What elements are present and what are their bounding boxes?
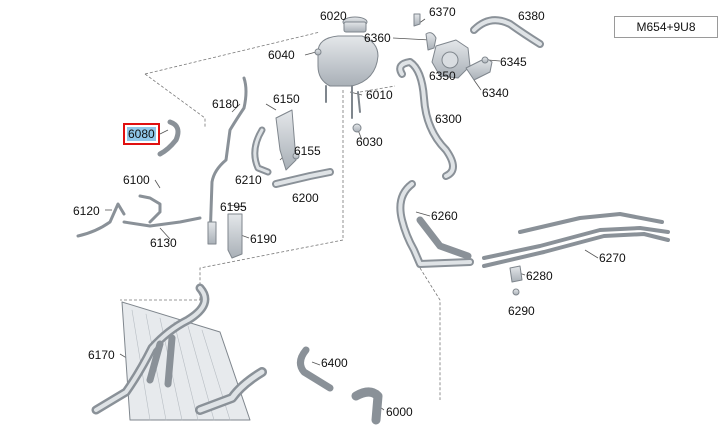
screw-shape [314, 48, 322, 56]
hose-6080-shape [157, 119, 181, 157]
part-label-6010[interactable]: 6010 [366, 88, 393, 102]
part-label-6150[interactable]: 6150 [273, 92, 300, 106]
part-label-6380[interactable]: 6380 [518, 9, 545, 23]
part-label-6020[interactable]: 6020 [320, 9, 347, 23]
part-label-6195[interactable]: 6195 [220, 200, 247, 214]
grommet-shape [352, 123, 362, 133]
part-label-6260[interactable]: 6260 [431, 209, 458, 223]
part-label-6280[interactable]: 6280 [526, 269, 553, 283]
pipes-6270-shape [482, 226, 670, 260]
part-label-6180[interactable]: 6180 [212, 97, 239, 111]
part-label-6080-highlighted[interactable]: 6080 [123, 123, 160, 145]
bleed-line-shape [208, 76, 248, 242]
part-label-6170[interactable]: 6170 [88, 348, 115, 362]
bracket-6150-shape [275, 109, 297, 171]
part-label-6400[interactable]: 6400 [321, 356, 348, 370]
part-label-6350[interactable]: 6350 [429, 69, 456, 83]
bracket-6190-shape [227, 213, 243, 259]
bracket-6280-shape [509, 265, 523, 283]
part-label-6345[interactable]: 6345 [500, 55, 527, 69]
part-label-6340[interactable]: 6340 [482, 86, 509, 100]
line-6120-shape [76, 202, 126, 238]
part-label-6120[interactable]: 6120 [73, 204, 100, 218]
line-6130-shape [122, 216, 202, 228]
hose-6400-shape [297, 346, 334, 392]
line-6100-shape [138, 194, 162, 224]
clip-6290-shape [512, 288, 520, 296]
part-label-6155[interactable]: 6155 [294, 144, 321, 158]
clamp-shape [425, 32, 437, 51]
part-label-6270[interactable]: 6270 [599, 251, 626, 265]
variant-code-box: M654+9U8 [614, 16, 718, 38]
part-label-6360[interactable]: 6360 [364, 31, 391, 45]
expansion-tank-shape [317, 35, 379, 87]
part-label-6190[interactable]: 6190 [250, 232, 277, 246]
part-label-6040[interactable]: 6040 [268, 48, 295, 62]
part-label-6100[interactable]: 6100 [123, 173, 150, 187]
part-label-6000[interactable]: 6000 [386, 405, 413, 419]
part-label-6030[interactable]: 6030 [356, 135, 383, 149]
part-label-6300[interactable]: 6300 [435, 112, 462, 126]
hose-6000-shape [351, 387, 383, 425]
part-label-6200[interactable]: 6200 [292, 191, 319, 205]
filler-cap-body [343, 21, 367, 33]
sensor-6195-shape [207, 221, 217, 245]
part-label-6210[interactable]: 6210 [235, 173, 262, 187]
parts-illustration [76, 13, 670, 425]
part-label-6370[interactable]: 6370 [429, 5, 456, 19]
clip-shape [413, 13, 421, 27]
part-label-6290[interactable]: 6290 [508, 304, 535, 318]
part-label-6130[interactable]: 6130 [150, 236, 177, 250]
